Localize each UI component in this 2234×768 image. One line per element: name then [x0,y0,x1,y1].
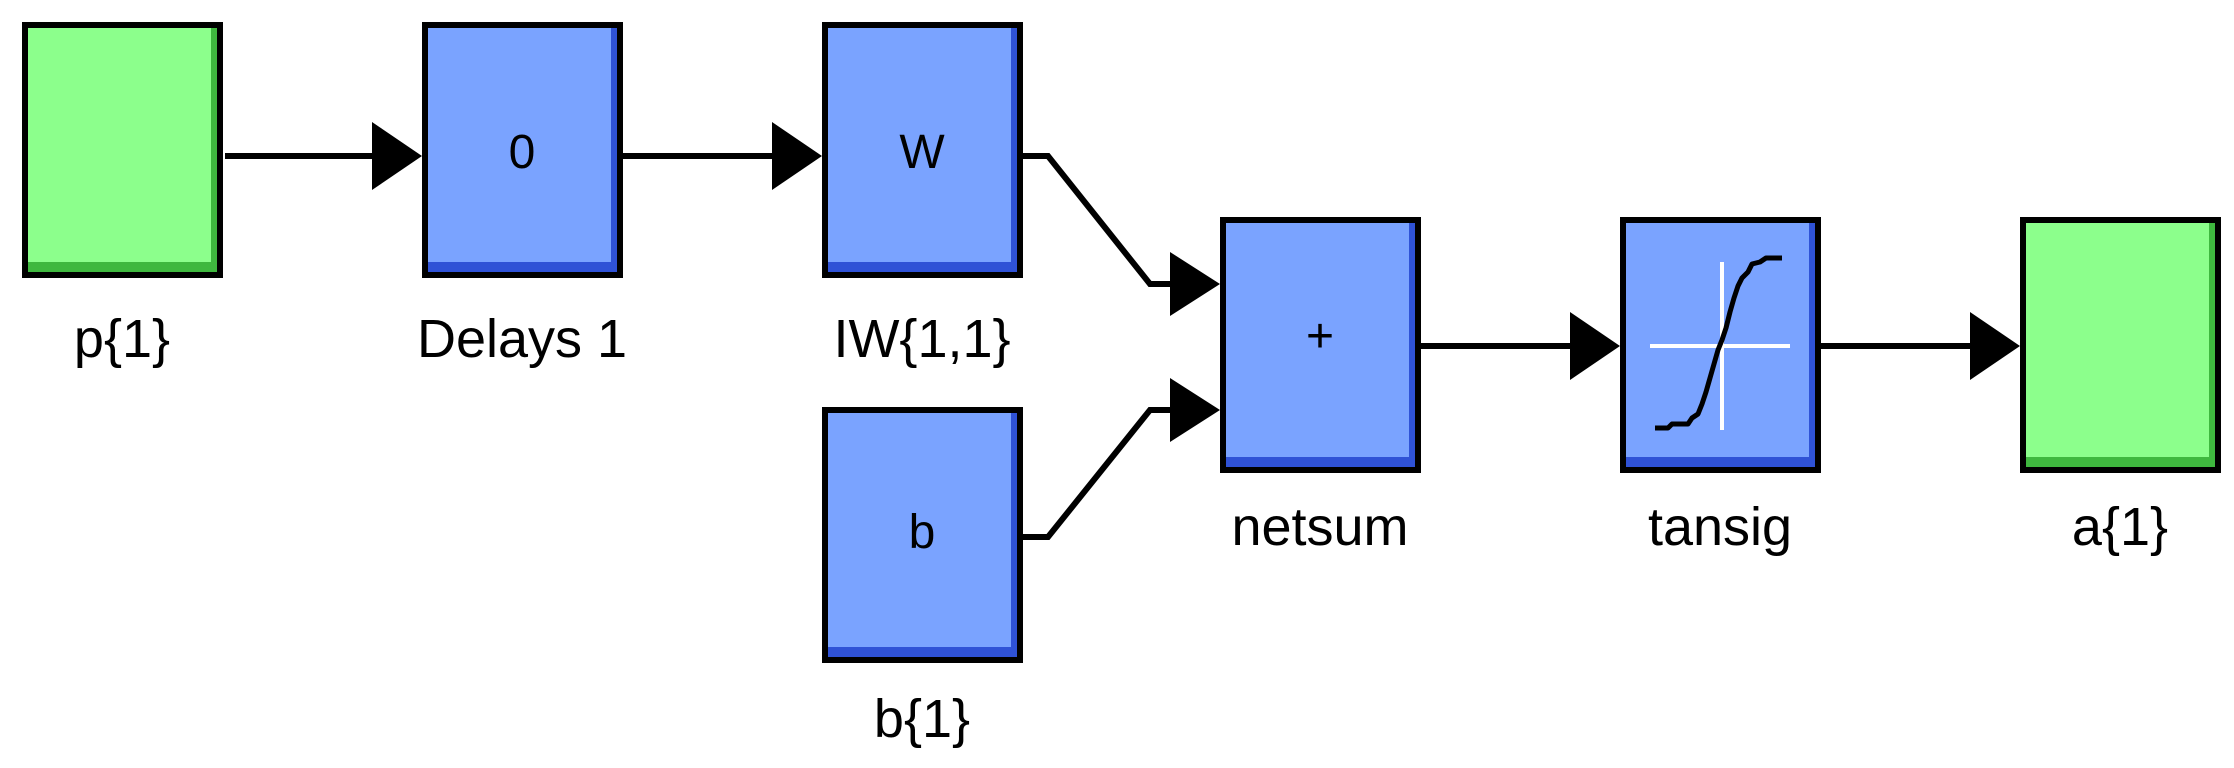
weight-block-label: IW{1,1} [833,309,1010,369]
sigmoid-curve-icon [1650,255,1790,431]
bias-block[interactable]: b [822,407,1023,663]
tansig-block[interactable] [1620,217,1821,473]
netsum-block[interactable]: + [1220,217,1421,473]
wire-weight-to-netsum [1022,153,1180,287]
netsum-block-text: + [1306,310,1334,363]
arrowhead-icon [1170,252,1220,316]
delays-block-text: 0 [509,126,536,179]
tansig-block-label: tansig [1648,497,1792,557]
input-block[interactable] [22,22,223,278]
weight-block[interactable]: W [822,22,1023,278]
weight-block-text: W [899,126,945,179]
input-block-label: p{1} [74,309,170,369]
arrowhead-icon [1570,312,1620,380]
wires [225,122,2020,540]
arrowhead-icon [1970,312,2020,380]
delays-block-label: Delays 1 [417,309,627,369]
output-block[interactable] [2020,217,2221,473]
bias-block-text: b [909,506,936,559]
bias-block-label: b{1} [874,689,970,749]
arrowhead-icon [372,122,422,190]
wire-bias-to-netsum [1022,407,1180,540]
arrowhead-icon [772,122,822,190]
arrowhead-icon [1170,378,1220,442]
delays-block[interactable]: 0 [422,22,623,278]
netsum-block-label: netsum [1231,497,1408,557]
output-block-label: a{1} [2072,497,2168,557]
